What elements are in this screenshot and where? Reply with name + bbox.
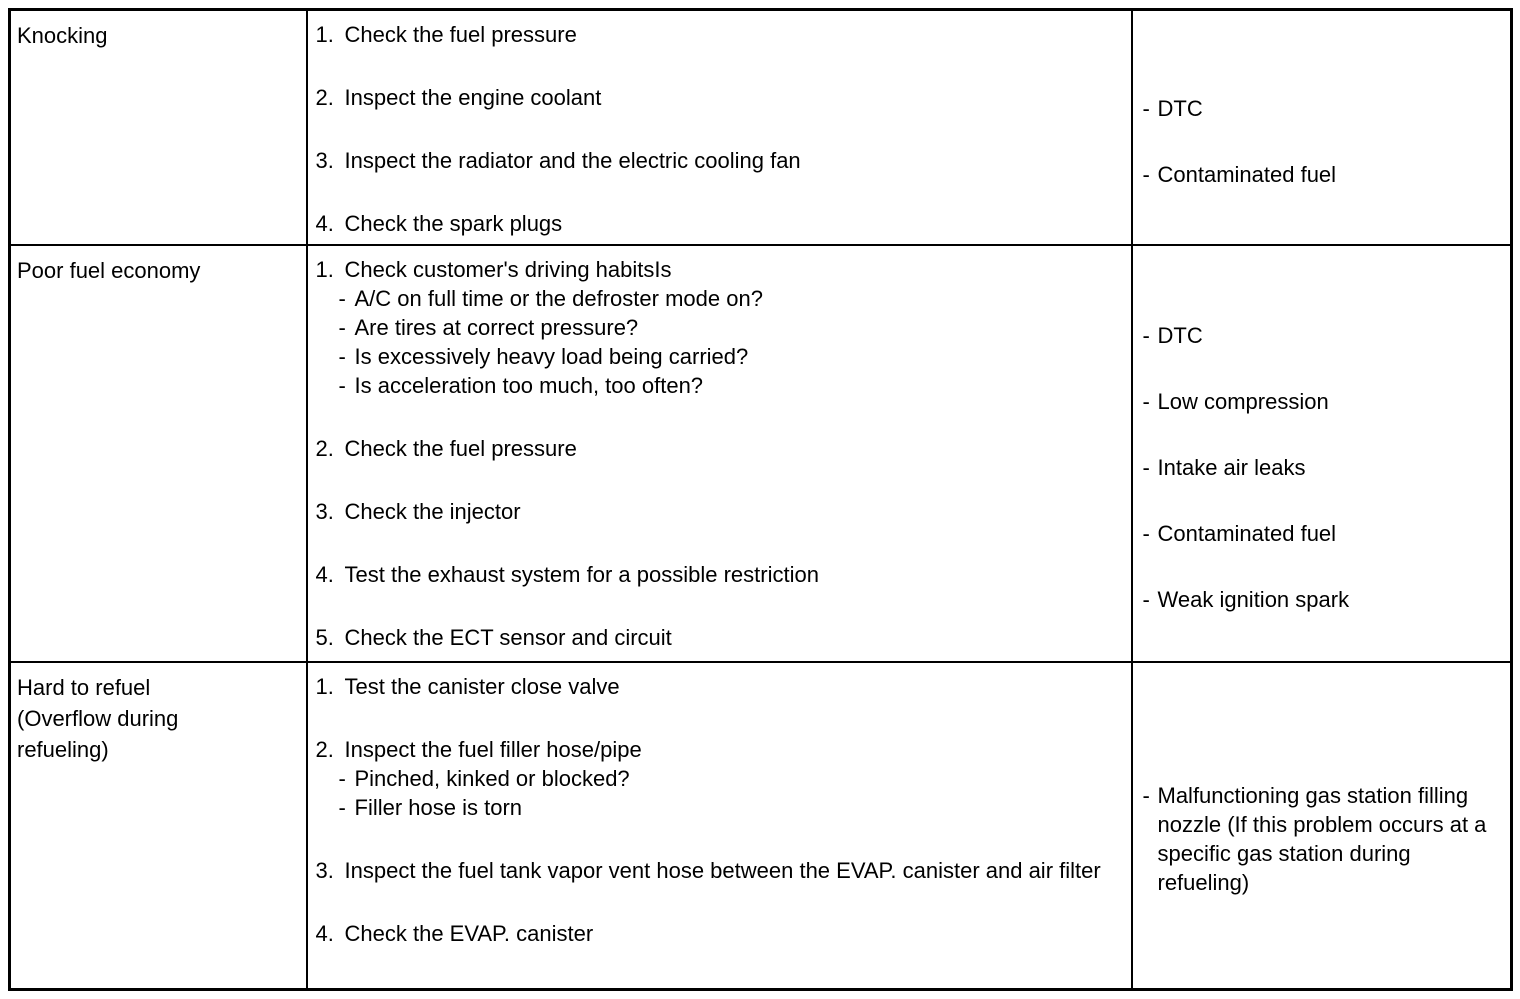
step-number: 4. [315,562,334,587]
sub-text: A/C on full time or the defroster mode o… [354,286,763,311]
sub-text: Pinched, kinked or blocked? [354,766,630,791]
dash-bullet: - [338,795,346,820]
symptom-cell: Poor fuel economy [8,244,308,663]
dash-bullet: - [338,766,346,791]
cause-item: - Contaminated fuel [1143,160,1503,189]
step-text: Check the fuel pressure [344,436,577,461]
step-number: 4. [315,921,334,946]
sub-text: Are tires at correct pressure? [354,315,639,340]
step-number: 1. [315,257,334,282]
step-text: Test the canister close valve [344,674,620,699]
step-text: Inspect the fuel tank vapor vent hose be… [344,858,1101,883]
sub-text: Is acceleration too much, too often? [354,373,704,398]
step-text: Inspect the engine coolant [344,85,602,110]
step-number: 2. [315,737,334,762]
sub-item: - Filler hose is torn [339,793,1125,822]
possible-causes-cell: - DTC - Contaminated fuel [1130,8,1513,246]
step-item: 3. Inspect the fuel tank vapor vent hose… [316,856,1125,885]
step-item: 2. Inspect the engine coolant [316,83,1125,112]
cause-text: DTC [1157,96,1203,121]
sub-item: - Is excessively heavy load being carrie… [339,342,1125,371]
cause-item: - DTC [1143,321,1503,350]
symptom-cell: Hard to refuel (Overflow during refuelin… [8,661,308,990]
sub-item: - A/C on full time or the defroster mode… [339,284,1125,313]
cause-text: Low compression [1157,389,1329,414]
symptom-text: refueling) [17,737,109,762]
step-item: 2. Check the fuel pressure [316,434,1125,463]
step-text: Check the injector [344,499,521,524]
step-text: Check the spark plugs [344,211,563,236]
sub-item: - Is acceleration too much, too often? [339,371,1125,400]
symptom-text: Hard to refuel [17,675,151,700]
cause-text: Contaminated fuel [1157,521,1337,546]
cause-text: Malfunctioning gas station filling nozzl… [1157,783,1487,896]
step-text: Check the fuel pressure [344,22,577,47]
step-number: 1. [315,674,334,699]
dash-bullet: - [1142,521,1150,546]
cause-item: - Malfunctioning gas station filling noz… [1143,781,1503,897]
step-item: 5. Check the ECT sensor and circuit [316,623,1125,652]
cause-text: Contaminated fuel [1157,162,1337,187]
cause-item: - Contaminated fuel [1143,519,1503,548]
dash-bullet: - [1142,323,1150,348]
sub-item: - Are tires at correct pressure? [339,313,1125,342]
cause-item: - DTC [1143,94,1503,123]
cause-item: - Low compression [1143,387,1503,416]
cause-text: DTC [1157,323,1203,348]
step-item: 4. Test the exhaust system for a possibl… [316,560,1125,589]
symptom-cell: Knocking [8,8,308,246]
dash-bullet: - [1142,389,1150,414]
step-item: 1. Test the canister close valve [316,672,1125,701]
step-item: 1. Check the fuel pressure [316,20,1125,49]
step-number: 4. [315,211,334,236]
dash-bullet: - [338,344,346,369]
step-number: 2. [315,85,334,110]
sub-text: Filler hose is torn [354,795,523,820]
step-number: 3. [315,858,334,883]
sub-text: Is excessively heavy load being carried? [354,344,749,369]
symptom-text: (Overflow during [17,706,179,731]
step-item: 3. Inspect the radiator and the electric… [316,146,1125,175]
inspection-steps-cell: 1. Test the canister close valve 2. Insp… [305,661,1133,990]
cause-text: Intake air leaks [1157,455,1306,480]
cause-item: - Intake air leaks [1143,453,1503,482]
step-item: 4. Check the spark plugs [316,209,1125,238]
dash-bullet: - [1142,96,1150,121]
step-text: Check the EVAP. canister [344,921,594,946]
step-text: Test the exhaust system for a possible r… [344,562,819,587]
step-number: 5. [315,625,334,650]
step-number: 2. [315,436,334,461]
dash-bullet: - [338,286,346,311]
dash-bullet: - [1142,783,1150,809]
inspection-steps-cell: 1. Check customer's driving habitsIs - A… [305,244,1133,663]
table-row: Knocking 1. Check the fuel pressure 2. I… [8,8,1513,246]
dash-bullet: - [1142,587,1150,612]
step-text: Inspect the fuel filler hose/pipe [344,737,642,762]
step-item: 1. Check customer's driving habitsIs - A… [316,255,1125,400]
inspection-steps-cell: 1. Check the fuel pressure 2. Inspect th… [305,8,1133,246]
dash-bullet: - [1142,162,1150,187]
table-row: Poor fuel economy 1. Check customer's dr… [8,244,1513,663]
table-row: Hard to refuel (Overflow during refuelin… [8,661,1513,990]
step-text: Check customer's driving habitsIs [344,257,672,282]
step-text: Inspect the radiator and the electric co… [344,148,801,173]
step-text: Check the ECT sensor and circuit [344,625,672,650]
step-item: 4. Check the EVAP. canister [316,919,1125,948]
step-item: 2. Inspect the fuel filler hose/pipe - P… [316,735,1125,822]
step-number: 1. [315,22,334,47]
sub-item: - Pinched, kinked or blocked? [339,764,1125,793]
possible-causes-cell: - Malfunctioning gas station filling noz… [1130,661,1513,990]
step-item: 3. Check the injector [316,497,1125,526]
symptom-text: Poor fuel economy [17,258,201,283]
cause-item: - Weak ignition spark [1143,585,1503,614]
step-number: 3. [315,148,334,173]
dash-bullet: - [338,373,346,398]
cause-text: Weak ignition spark [1157,587,1350,612]
symptom-text: Knocking [17,23,108,48]
troubleshooting-table: Knocking 1. Check the fuel pressure 2. I… [8,8,1513,991]
dash-bullet: - [1142,455,1150,480]
possible-causes-cell: - DTC - Low compression - Intake air lea… [1130,244,1513,663]
dash-bullet: - [338,315,346,340]
step-number: 3. [315,499,334,524]
